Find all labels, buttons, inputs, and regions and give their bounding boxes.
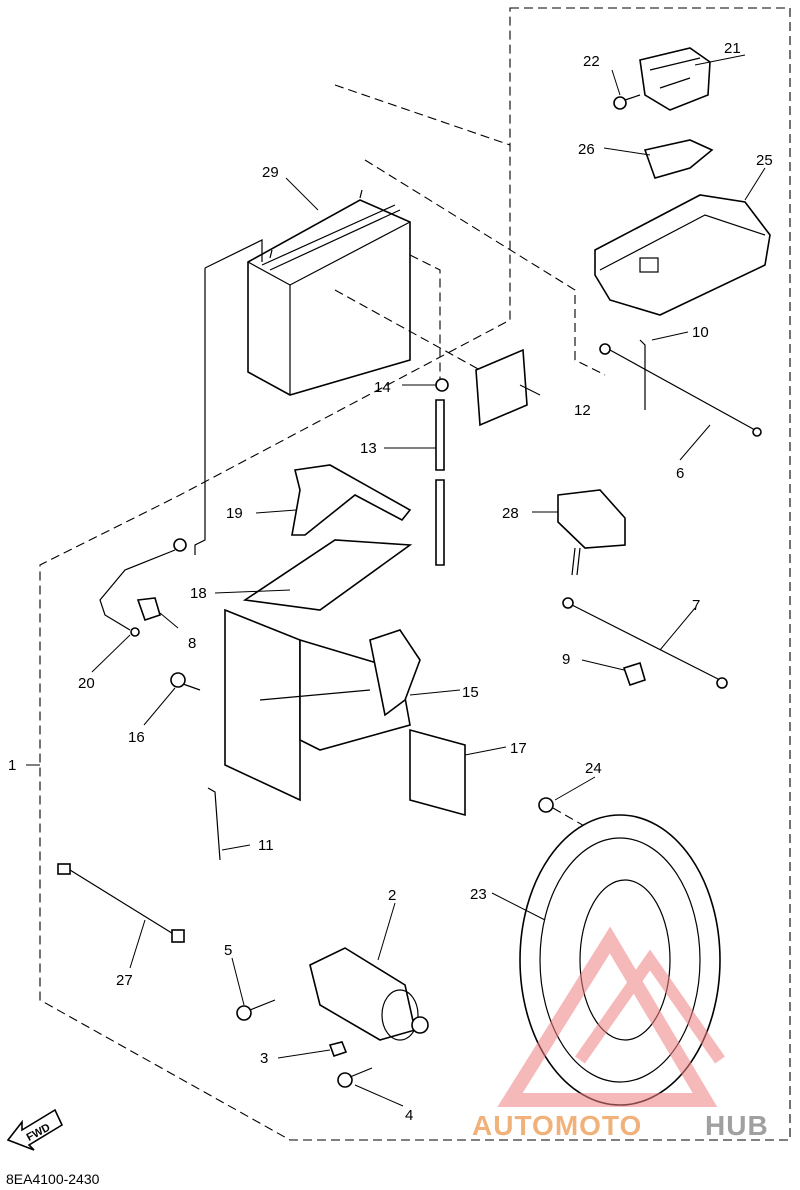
callout-16: 16 — [128, 729, 145, 746]
callout-1: 1 — [8, 757, 16, 774]
motor-nut — [328, 1041, 348, 1058]
callout-23: 23 — [470, 886, 487, 903]
callout-20: 20 — [78, 675, 95, 692]
relay-unit — [557, 489, 626, 576]
starter-cable — [562, 597, 728, 689]
callout-13: 13 — [360, 440, 377, 457]
cable-clip — [136, 597, 161, 622]
callout-18: 18 — [190, 585, 207, 602]
callout-27: 27 — [116, 972, 133, 989]
callout-21: 21 — [724, 40, 741, 57]
callout-5: 5 — [224, 942, 232, 959]
callout-14: 14 — [374, 379, 391, 396]
box-bolt — [170, 672, 201, 691]
battery-pad — [475, 348, 528, 427]
starter-motor — [309, 947, 429, 1041]
callout-7: 7 — [692, 597, 700, 614]
callout-17: 17 — [510, 740, 527, 757]
callout-24: 24 — [585, 760, 602, 777]
callout-2: 2 — [388, 887, 396, 904]
wire-clip — [639, 339, 646, 410]
relay-bolt — [613, 94, 641, 110]
callout-6: 6 — [676, 465, 684, 482]
callout-28: 28 — [502, 505, 519, 522]
starter-relay — [639, 47, 711, 111]
callout-15: 15 — [462, 684, 479, 701]
battery-cover-sheet — [242, 539, 413, 611]
negative-lead — [99, 538, 187, 637]
starter-relay-cover — [594, 194, 771, 316]
callout-4: 4 — [405, 1107, 413, 1124]
fwd-label: FWD — [25, 1122, 53, 1144]
callout-25: 25 — [756, 152, 773, 169]
callout-29: 29 — [262, 164, 279, 181]
wire-lead — [207, 787, 221, 861]
callout-22: 22 — [583, 53, 600, 70]
breather-hose — [435, 399, 445, 566]
cable-holder — [622, 661, 646, 687]
battery-box — [224, 608, 421, 802]
motor-bolt — [236, 999, 276, 1021]
callout-11: 11 — [258, 837, 274, 854]
watermark-text-a: AUTOMOTO — [472, 1110, 642, 1141]
callout-10: 10 — [692, 324, 709, 341]
relay-bracket — [643, 139, 714, 179]
callout-19: 19 — [226, 505, 243, 522]
fwd-arrow-icon: FWD — [6, 1108, 64, 1151]
battery-band — [291, 464, 412, 536]
box-plate — [409, 728, 466, 817]
callout-9: 9 — [562, 651, 570, 668]
callout-26: 26 — [578, 141, 595, 158]
battery — [194, 189, 411, 555]
hose-fitting — [435, 378, 449, 392]
motor-bolt-2 — [337, 1067, 373, 1088]
assembly-boundary — [39, 7, 791, 1141]
watermark-triangle-icon — [497, 926, 718, 1107]
callout-3: 3 — [260, 1050, 268, 1067]
callout-12: 12 — [574, 402, 591, 419]
callout-leaders — [26, 54, 766, 1107]
battery-cable — [599, 343, 762, 437]
sub-wire-harness — [57, 863, 185, 943]
watermark-text-b: HUB — [705, 1110, 769, 1141]
watermark-logo — [497, 926, 725, 1107]
callout-8: 8 — [188, 635, 196, 652]
diagram-code: 8EA4100-2430 — [6, 1171, 100, 1187]
